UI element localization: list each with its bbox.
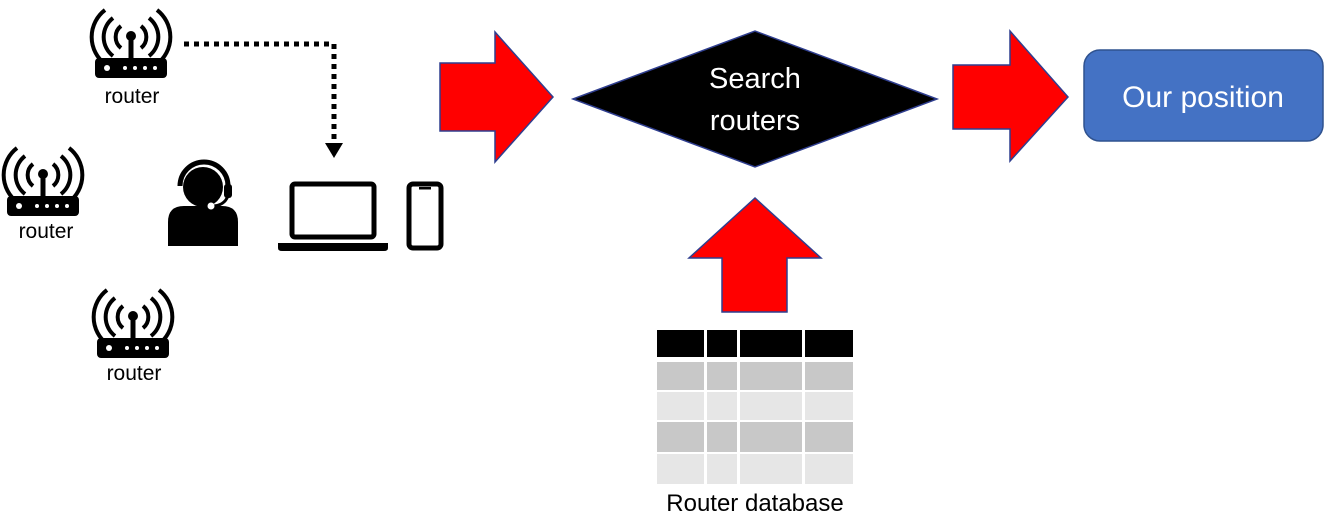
router-database-table: Router database <box>657 330 853 517</box>
router-icon <box>89 8 173 80</box>
connector-arrowhead <box>325 143 343 158</box>
table-row <box>657 454 853 484</box>
router-node-2: router <box>1 146 85 243</box>
search-label-line2: routers <box>710 105 800 137</box>
router-icon <box>1 146 85 218</box>
table-row <box>657 392 853 420</box>
router-icon <box>91 288 175 360</box>
router-node-3: router <box>91 288 175 385</box>
position-box <box>1083 49 1324 142</box>
router-label-2: router <box>19 220 74 243</box>
router-label-1: router <box>105 85 160 108</box>
dotted-connector <box>184 41 343 158</box>
router-node-1: router <box>89 8 173 108</box>
search-diamond <box>570 30 940 168</box>
router-label-3: router <box>107 362 162 385</box>
smartphone-icon <box>406 181 444 251</box>
database-label: Router database <box>666 490 843 517</box>
arrow-to-search <box>439 30 555 164</box>
our-position-node: Our position <box>1083 49 1324 142</box>
table-header <box>657 330 853 357</box>
table-row <box>657 362 853 390</box>
table-row <box>657 422 853 452</box>
position-label: Our position <box>1122 81 1284 114</box>
search-label-line1: Search <box>709 63 801 95</box>
laptop-icon <box>278 181 388 251</box>
arrow-from-database <box>687 196 823 313</box>
user-headset-icon <box>168 159 238 246</box>
search-routers-node: Search routers <box>570 30 940 168</box>
arrow-to-position <box>952 29 1070 163</box>
